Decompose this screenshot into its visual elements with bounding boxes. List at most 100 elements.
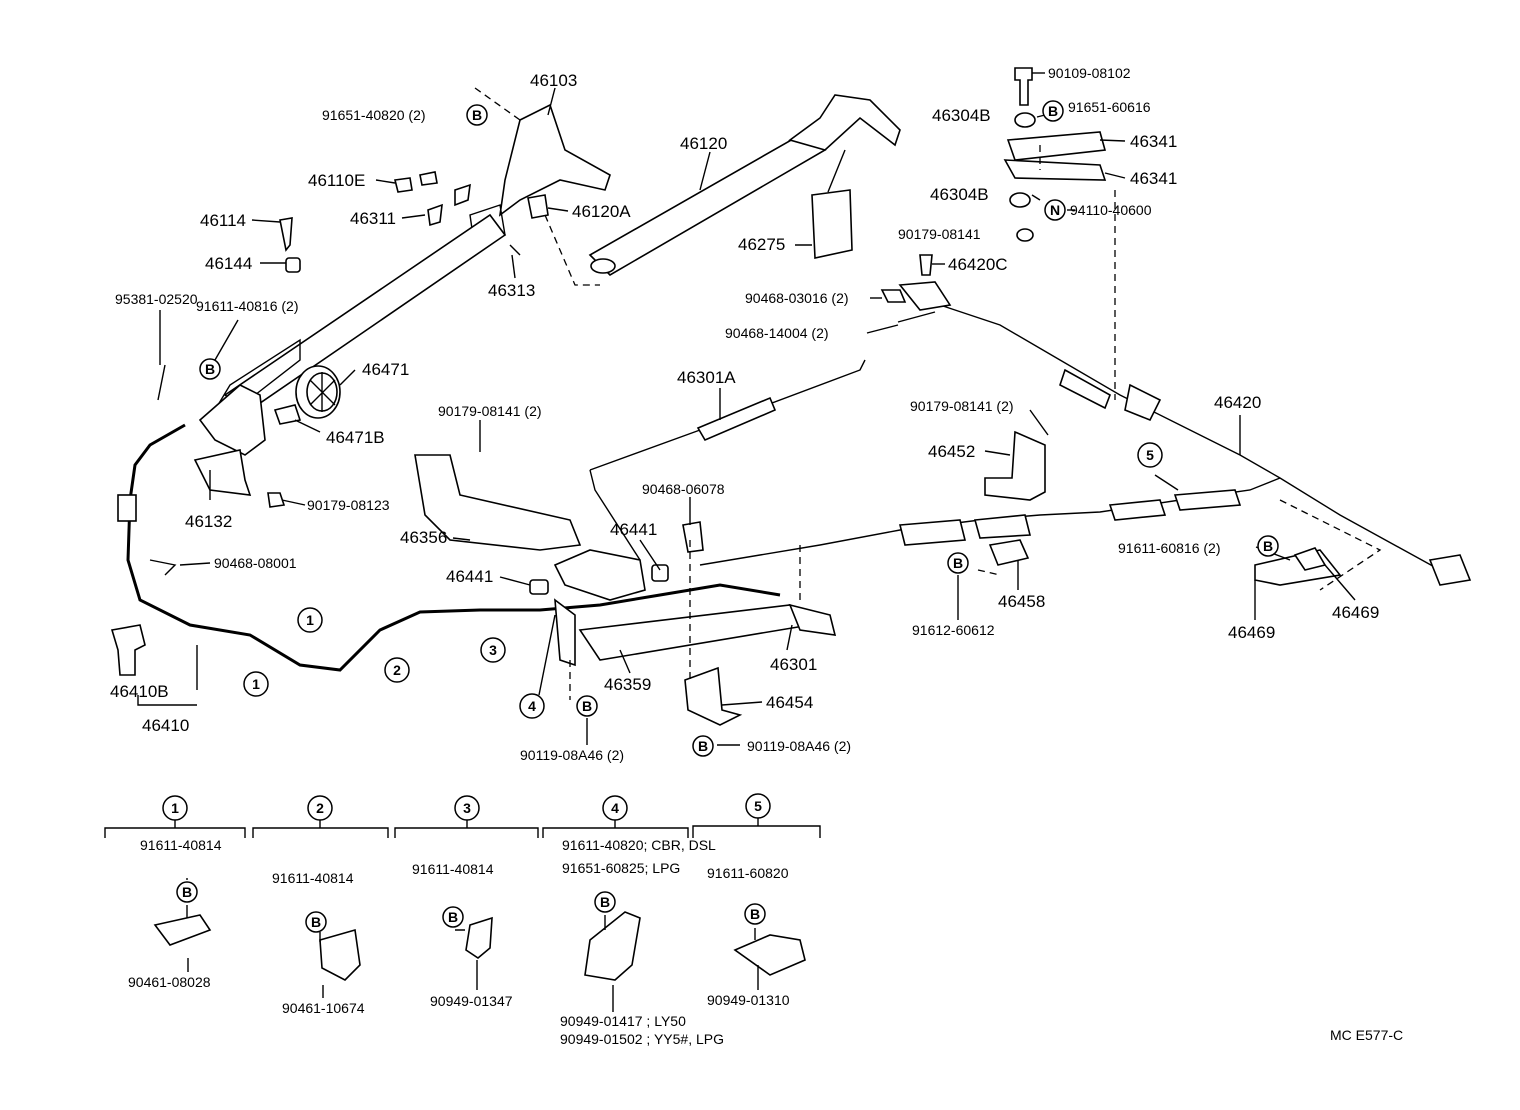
detail-row (104, 818, 821, 1012)
label-46420C: 46420C (948, 255, 1008, 274)
leader-lines (137, 72, 1356, 746)
b-marker: B (442, 906, 464, 928)
svg-text:B: B (750, 906, 760, 922)
label-46304B-lower: 46304B (930, 185, 989, 204)
label-46452: 46452 (928, 442, 975, 461)
pulley-46471 (295, 365, 341, 419)
label-46144: 46144 (205, 254, 252, 273)
bracket-46452 (984, 430, 1046, 501)
detail-5-marker: 5 (745, 793, 771, 819)
clamp-90949-01347 (465, 916, 493, 959)
b-marker: B (305, 911, 327, 933)
svg-text:B: B (448, 909, 458, 925)
clamp-4-marker: 4 (519, 693, 545, 719)
label-46469-right: 46469 (1332, 603, 1379, 622)
label-90468-08001: 90468-08001 (214, 555, 297, 571)
bracket-46469 (1254, 547, 1342, 586)
label-46420: 46420 (1214, 393, 1261, 412)
b-marker: B (744, 903, 766, 925)
label-90179-08141: 90179-08141 (898, 226, 981, 242)
svg-text:B: B (205, 361, 215, 377)
clamp-2-marker: 2 (384, 657, 410, 683)
label-46301: 46301 (770, 655, 817, 674)
detail-5-part: 91611-60820 (707, 865, 789, 881)
detail-2-clamp: 90461-10674 (282, 1000, 365, 1016)
svg-text:B: B (600, 894, 610, 910)
b-marker: B (466, 104, 488, 126)
svg-text:B: B (1048, 103, 1058, 119)
label-46301A: 46301A (677, 368, 736, 387)
detail-2-marker: 2 (307, 795, 333, 821)
lever-46120 (588, 94, 901, 277)
detail-1-marker: 1 (162, 795, 188, 821)
clamp-90949-01310 (733, 934, 806, 976)
b-marker: B (947, 552, 969, 574)
label-91651-40820: 91651-40820 (2) (322, 107, 426, 123)
tag-46275 (811, 149, 853, 259)
label-46471B: 46471B (326, 428, 385, 447)
label-90109-08102: 90109-08102 (1048, 65, 1131, 81)
b-marker: B (1257, 535, 1279, 557)
label-95381-02520: 95381-02520 (115, 291, 198, 307)
label-90119-08A46-right: 90119-08A46 (2) (747, 738, 851, 754)
label-46356: 46356 (400, 528, 447, 547)
n-marker: N (1044, 199, 1066, 221)
label-90119-08A46-left: 90119-08A46 (2) (520, 747, 624, 763)
detail-1-clamp: 90461-08028 (128, 974, 211, 990)
detail-3-marker: 3 (454, 795, 480, 821)
lever-main-arm (198, 213, 507, 456)
svg-text:B: B (472, 107, 482, 123)
detail-3-clamp: 90949-01347 (430, 993, 513, 1009)
label-90468-06078: 90468-06078 (642, 481, 725, 497)
svg-text:2: 2 (393, 662, 401, 678)
svg-text:B: B (698, 738, 708, 754)
clamp-3-marker: 3 (480, 637, 506, 663)
b-marker: B (1042, 100, 1064, 122)
detail-4-clamp-b: 90949-01502 ; YY5#, LPG (560, 1031, 724, 1047)
label-46359: 46359 (604, 675, 651, 694)
b-marker: B (692, 735, 714, 757)
svg-text:4: 4 (528, 698, 536, 714)
label-90468-03016: 90468-03016 (2) (745, 290, 849, 306)
label-46275: 46275 (738, 235, 785, 254)
clamp-1-marker: 1 (243, 671, 269, 697)
dashed-leaders (474, 87, 1382, 700)
clamp-90461-08028 (153, 914, 212, 946)
label-46313: 46313 (488, 281, 535, 300)
cable-46420 (699, 281, 1472, 586)
label-90179-08141-center: 90179-08141 (2) (438, 403, 542, 419)
svg-text:3: 3 (463, 800, 471, 816)
base-46132 (193, 449, 252, 496)
svg-text:B: B (953, 555, 963, 571)
svg-text:1: 1 (306, 612, 314, 628)
label-46469-left: 46469 (1228, 623, 1275, 642)
label-46441-right: 46441 (610, 520, 657, 539)
clamp-1-marker: 1 (297, 607, 323, 633)
label-91651-60616: 91651-60616 (1068, 99, 1151, 115)
detail-4-marker: 4 (602, 795, 628, 821)
svg-text:5: 5 (754, 798, 762, 814)
label-46311: 46311 (350, 209, 396, 228)
label-46110E: 46110E (308, 171, 365, 190)
label-46341-upper: 46341 (1130, 132, 1177, 151)
detail-4-part-b: 91651-60825; LPG (562, 860, 680, 876)
label-46458: 46458 (998, 592, 1045, 611)
detail-2-part: 91611-40814 (272, 870, 354, 886)
label-46114: 46114 (200, 211, 246, 230)
svg-text:1: 1 (171, 800, 179, 816)
label-46120: 46120 (680, 134, 727, 153)
detail-3-part: 91611-40814 (412, 861, 494, 877)
svg-text:4: 4 (611, 800, 619, 816)
svg-text:B: B (1263, 538, 1273, 554)
detail-4-clamp-a: 90949-01417 ; LY50 (560, 1013, 686, 1029)
label-94110-40600: 94110-40600 (1070, 202, 1152, 218)
label-46103: 46103 (530, 71, 577, 90)
label-90468-14004: 90468-14004 (2) (725, 325, 829, 341)
label-46410: 46410 (142, 716, 189, 735)
b-marker: B (594, 891, 616, 913)
detail-4-part-a: 91611-40820; CBR, DSL (562, 837, 716, 853)
label-46304B-upper: 46304B (932, 106, 991, 125)
label-46410B: 46410B (110, 682, 169, 701)
svg-text:N: N (1050, 202, 1060, 218)
